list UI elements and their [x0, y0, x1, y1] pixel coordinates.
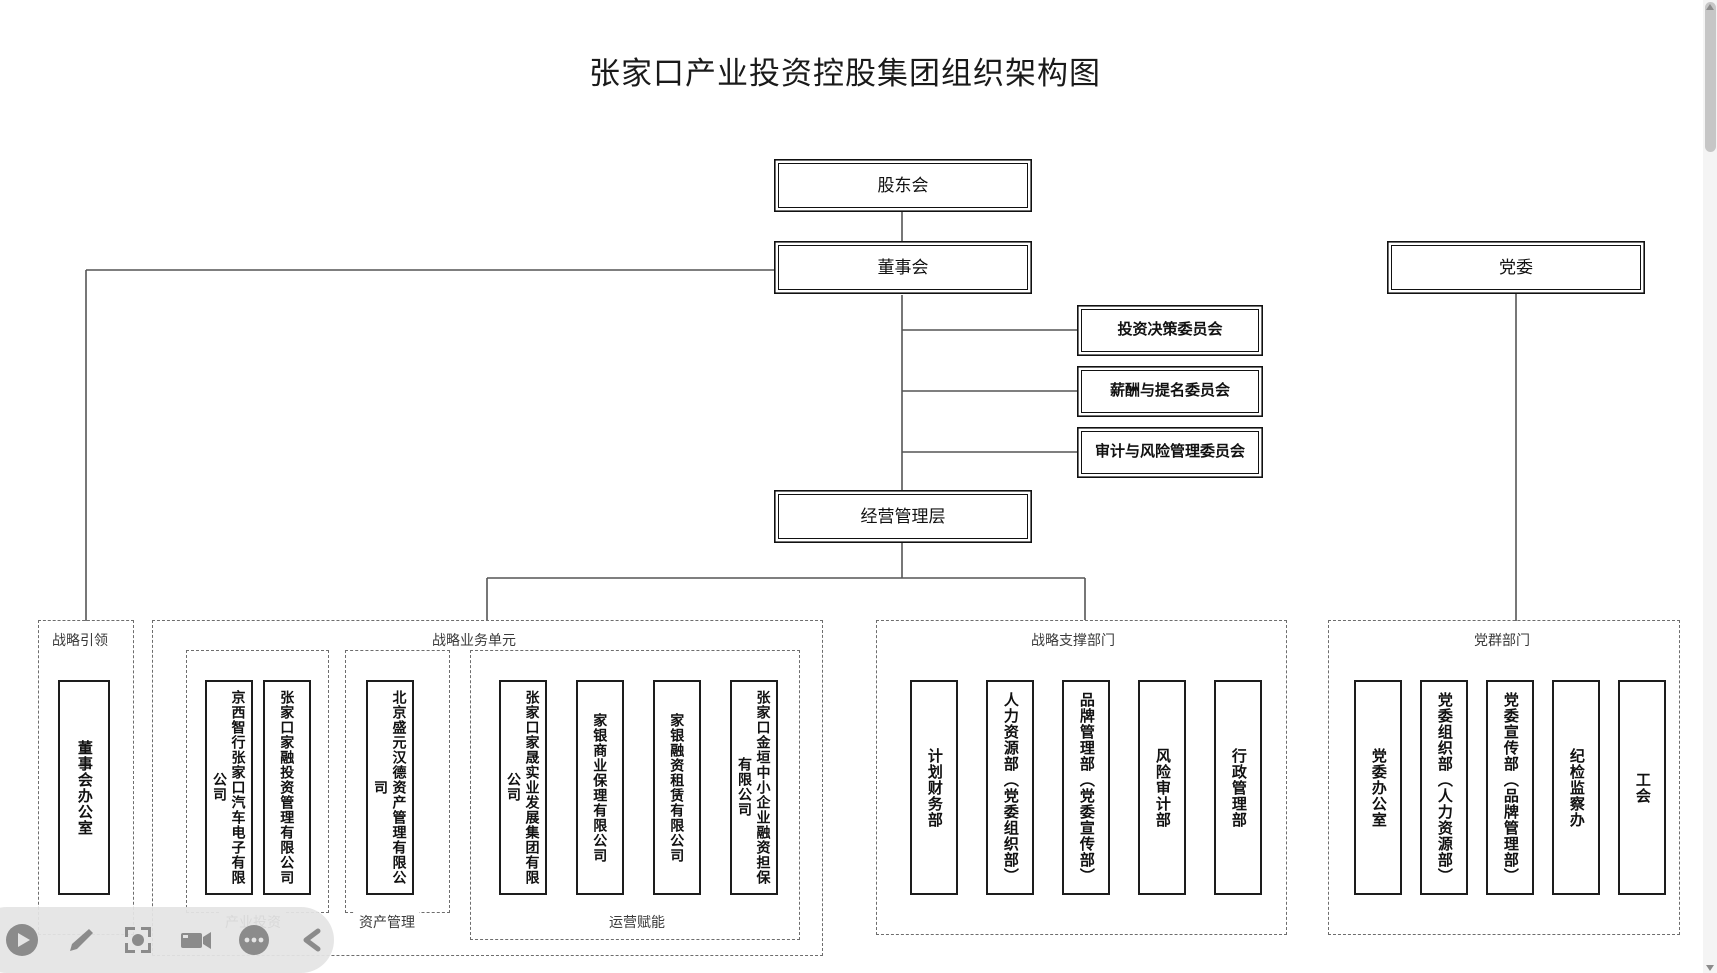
group-label-business-units: 战略业务单元	[428, 630, 520, 650]
node-committee-audit-risk[interactable]: 审计与风险管理委员会	[1081, 431, 1259, 474]
leaf-label: 家银商业保理有限公司	[592, 712, 609, 863]
leaf-label: 计划财务部	[925, 747, 943, 828]
leaf-label: 张家口家晟实业发展集团有限公司	[506, 689, 541, 885]
leaf-jiayin-leasing[interactable]: 家银融资租赁有限公司	[653, 680, 701, 895]
node-label: 审计与风险管理委员会	[1094, 443, 1245, 461]
leaf-label: 党委宣传部（品牌管理部）	[1501, 691, 1519, 884]
leaf-jiarong-investment[interactable]: 张家口家融投资管理有限公司	[263, 680, 311, 895]
leaf-discipline-inspection-office[interactable]: 纪检监察办	[1552, 680, 1600, 895]
node-shareholders[interactable]: 股东会	[778, 163, 1028, 208]
node-committee-investment[interactable]: 投资决策委员会	[1081, 309, 1259, 352]
scrollbar-thumb[interactable]	[1705, 2, 1716, 152]
node-label: 董事会	[877, 257, 929, 277]
leaf-label: 人力资源部（党委组织部）	[1001, 691, 1019, 884]
leaf-board-office[interactable]: 董事会办公室	[58, 680, 110, 895]
scrollbar-down-arrow[interactable]	[1704, 961, 1716, 973]
node-label: 投资决策委员会	[1117, 321, 1223, 339]
node-board[interactable]: 董事会	[778, 245, 1028, 290]
screenshot-icon[interactable]	[118, 920, 158, 960]
leaf-admin-dept[interactable]: 行政管理部	[1214, 680, 1262, 895]
leaf-labor-union[interactable]: 工会	[1618, 680, 1666, 895]
group-party-departments	[1328, 620, 1680, 935]
more-icon[interactable]	[234, 920, 274, 960]
leaf-label: 董事会办公室	[75, 739, 93, 836]
node-management[interactable]: 经营管理层	[778, 494, 1028, 539]
leaf-label: 工会	[1633, 771, 1651, 804]
leaf-label: 张家口金垣中小企业融资担保有限公司	[737, 689, 772, 885]
subgroup-operations-enablement	[470, 650, 800, 940]
leaf-label: 北京盛元汉德资产管理有限公司	[373, 689, 408, 885]
node-party-committee[interactable]: 党委	[1391, 245, 1641, 290]
group-business-units	[152, 620, 823, 956]
group-label-support-departments: 战略支撑部门	[1027, 630, 1119, 650]
leaf-party-office[interactable]: 党委办公室	[1354, 680, 1402, 895]
leaf-hr-dept[interactable]: 人力资源部（党委组织部）	[986, 680, 1034, 895]
leaf-label: 行政管理部	[1229, 747, 1247, 828]
node-label: 薪酬与提名委员会	[1109, 382, 1230, 400]
leaf-label: 党委组织部（人力资源部）	[1435, 691, 1453, 884]
node-label: 股东会	[877, 175, 929, 195]
video-camera-icon[interactable]	[176, 920, 216, 960]
leaf-label: 风险审计部	[1153, 747, 1171, 828]
leaf-risk-audit-dept[interactable]: 风险审计部	[1138, 680, 1186, 895]
leaf-brand-dept[interactable]: 品牌管理部（党委宣传部）	[1062, 680, 1110, 895]
group-support-departments	[876, 620, 1287, 935]
leaf-label: 京西智行张家口汽车电子有限公司	[212, 689, 247, 885]
leaf-jiayin-factoring[interactable]: 家银商业保理有限公司	[576, 680, 624, 895]
leaf-jingxi-zhixing[interactable]: 京西智行张家口汽车电子有限公司	[205, 680, 253, 895]
leaf-label: 党委办公室	[1369, 747, 1387, 828]
leaf-label: 家银融资租赁有限公司	[669, 712, 686, 863]
leaf-jinyuan-guarantee[interactable]: 张家口金垣中小企业融资担保有限公司	[730, 680, 778, 895]
group-label-strategy-lead: 战略引领	[48, 630, 112, 650]
subgroup-label-operations-enablement: 运营赋能	[605, 912, 669, 932]
leaf-shengyuan-hande[interactable]: 北京盛元汉德资产管理有限公司	[366, 680, 414, 895]
collapse-left-icon[interactable]	[292, 920, 332, 960]
play-icon[interactable]	[2, 920, 42, 960]
page-title: 张家口产业投资控股集团组织架构图	[589, 56, 1101, 91]
scrollbar-up-arrow[interactable]	[1704, 0, 1716, 12]
leaf-label: 纪检监察办	[1567, 747, 1585, 828]
group-label-party-departments: 党群部门	[1470, 630, 1534, 650]
node-label: 党委	[1499, 257, 1533, 277]
scrollbar-track[interactable]	[1703, 0, 1717, 973]
node-label: 经营管理层	[860, 506, 946, 526]
node-committee-compensation[interactable]: 薪酬与提名委员会	[1081, 370, 1259, 413]
leaf-label: 品牌管理部（党委宣传部）	[1077, 691, 1095, 884]
subgroup-label-asset-management: 资产管理	[355, 912, 419, 932]
leaf-party-organization-dept[interactable]: 党委组织部（人力资源部）	[1420, 680, 1468, 895]
pencil-icon[interactable]	[60, 920, 100, 960]
leaf-party-propaganda-dept[interactable]: 党委宣传部（品牌管理部）	[1486, 680, 1534, 895]
floating-toolbar[interactable]	[0, 907, 334, 973]
leaf-jiasheng-industry[interactable]: 张家口家晟实业发展集团有限公司	[499, 680, 547, 895]
leaf-finance-dept[interactable]: 计划财务部	[910, 680, 958, 895]
leaf-label: 张家口家融投资管理有限公司	[279, 690, 296, 885]
